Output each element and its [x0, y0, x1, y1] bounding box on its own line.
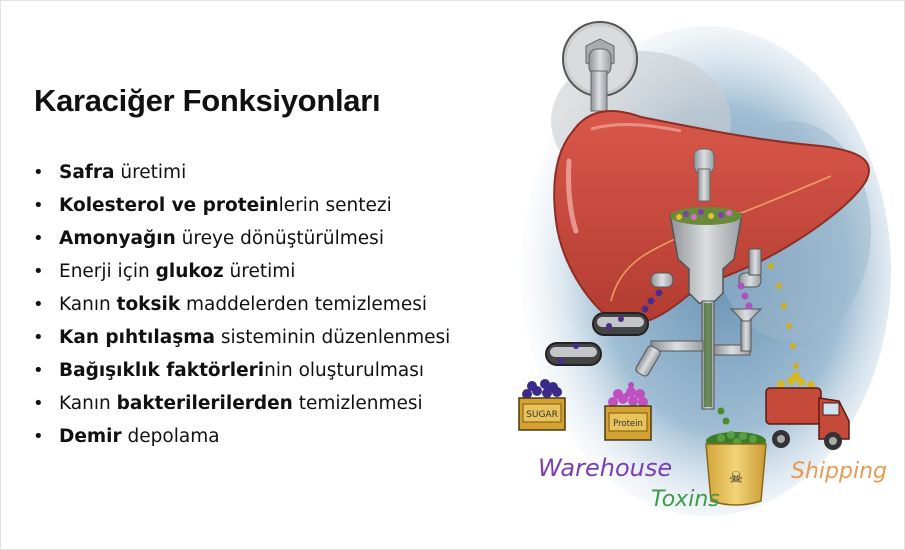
list-item: •Amonyağın üreye dönüştürülmesi	[33, 222, 450, 255]
list-item: •Safra üretimi	[33, 156, 450, 189]
list-item: •Demir depolama	[33, 420, 450, 453]
svg-text:SUGAR: SUGAR	[526, 410, 558, 420]
list-item: •Kanın toksik maddelerden temizlemesi	[33, 288, 450, 321]
list-item: •Kanın bakterilerilerden temizlenmesi	[33, 387, 450, 420]
shipping-label: Shipping	[791, 459, 887, 484]
liver-factory-illustration: SUGAR Protein ☠ Warehouse Toxins	[518, 21, 891, 516]
toxin-barrel-icon: ☠	[705, 431, 767, 506]
svg-text:Protein: Protein	[613, 419, 643, 429]
list-item: •Kan pıhtılaşma sisteminin düzenlenmesi	[33, 321, 450, 354]
inlet-faucet-icon	[562, 21, 638, 112]
sugar-box-icon: SUGAR	[518, 379, 566, 431]
sorting-machine-icon	[635, 207, 763, 410]
bullet-icon: •	[33, 360, 44, 381]
bullet-icon: •	[33, 228, 44, 249]
list-item: •Bağışıklık faktörlerinin oluşturulması	[33, 354, 450, 387]
outlet-faucet-icon	[693, 148, 715, 202]
list-item: •Kolesterol ve proteinlerin sentezi	[33, 189, 450, 222]
bullet-icon: •	[33, 294, 44, 315]
bullet-icon: •	[33, 426, 44, 447]
bullet-icon: •	[33, 162, 44, 183]
falling-particles	[558, 263, 799, 425]
slide-title: Karaciğer Fonksiyonları	[34, 83, 381, 118]
protein-box-icon: Protein	[604, 387, 652, 441]
shipping-truck-icon	[765, 372, 850, 450]
skull-crossbones-icon: ☠	[729, 470, 743, 487]
warehouse-label: Warehouse	[538, 454, 672, 482]
liver-functions-list: •Safra üretimi •Kolesterol ve proteinler…	[33, 156, 450, 453]
bullet-icon: •	[33, 261, 44, 282]
bullet-icon: •	[33, 195, 44, 216]
bullet-icon: •	[33, 327, 44, 348]
bullet-icon: •	[33, 393, 44, 414]
list-item: •Enerji için glukoz üretimi	[33, 255, 450, 288]
toxins-label: Toxins	[651, 487, 720, 512]
